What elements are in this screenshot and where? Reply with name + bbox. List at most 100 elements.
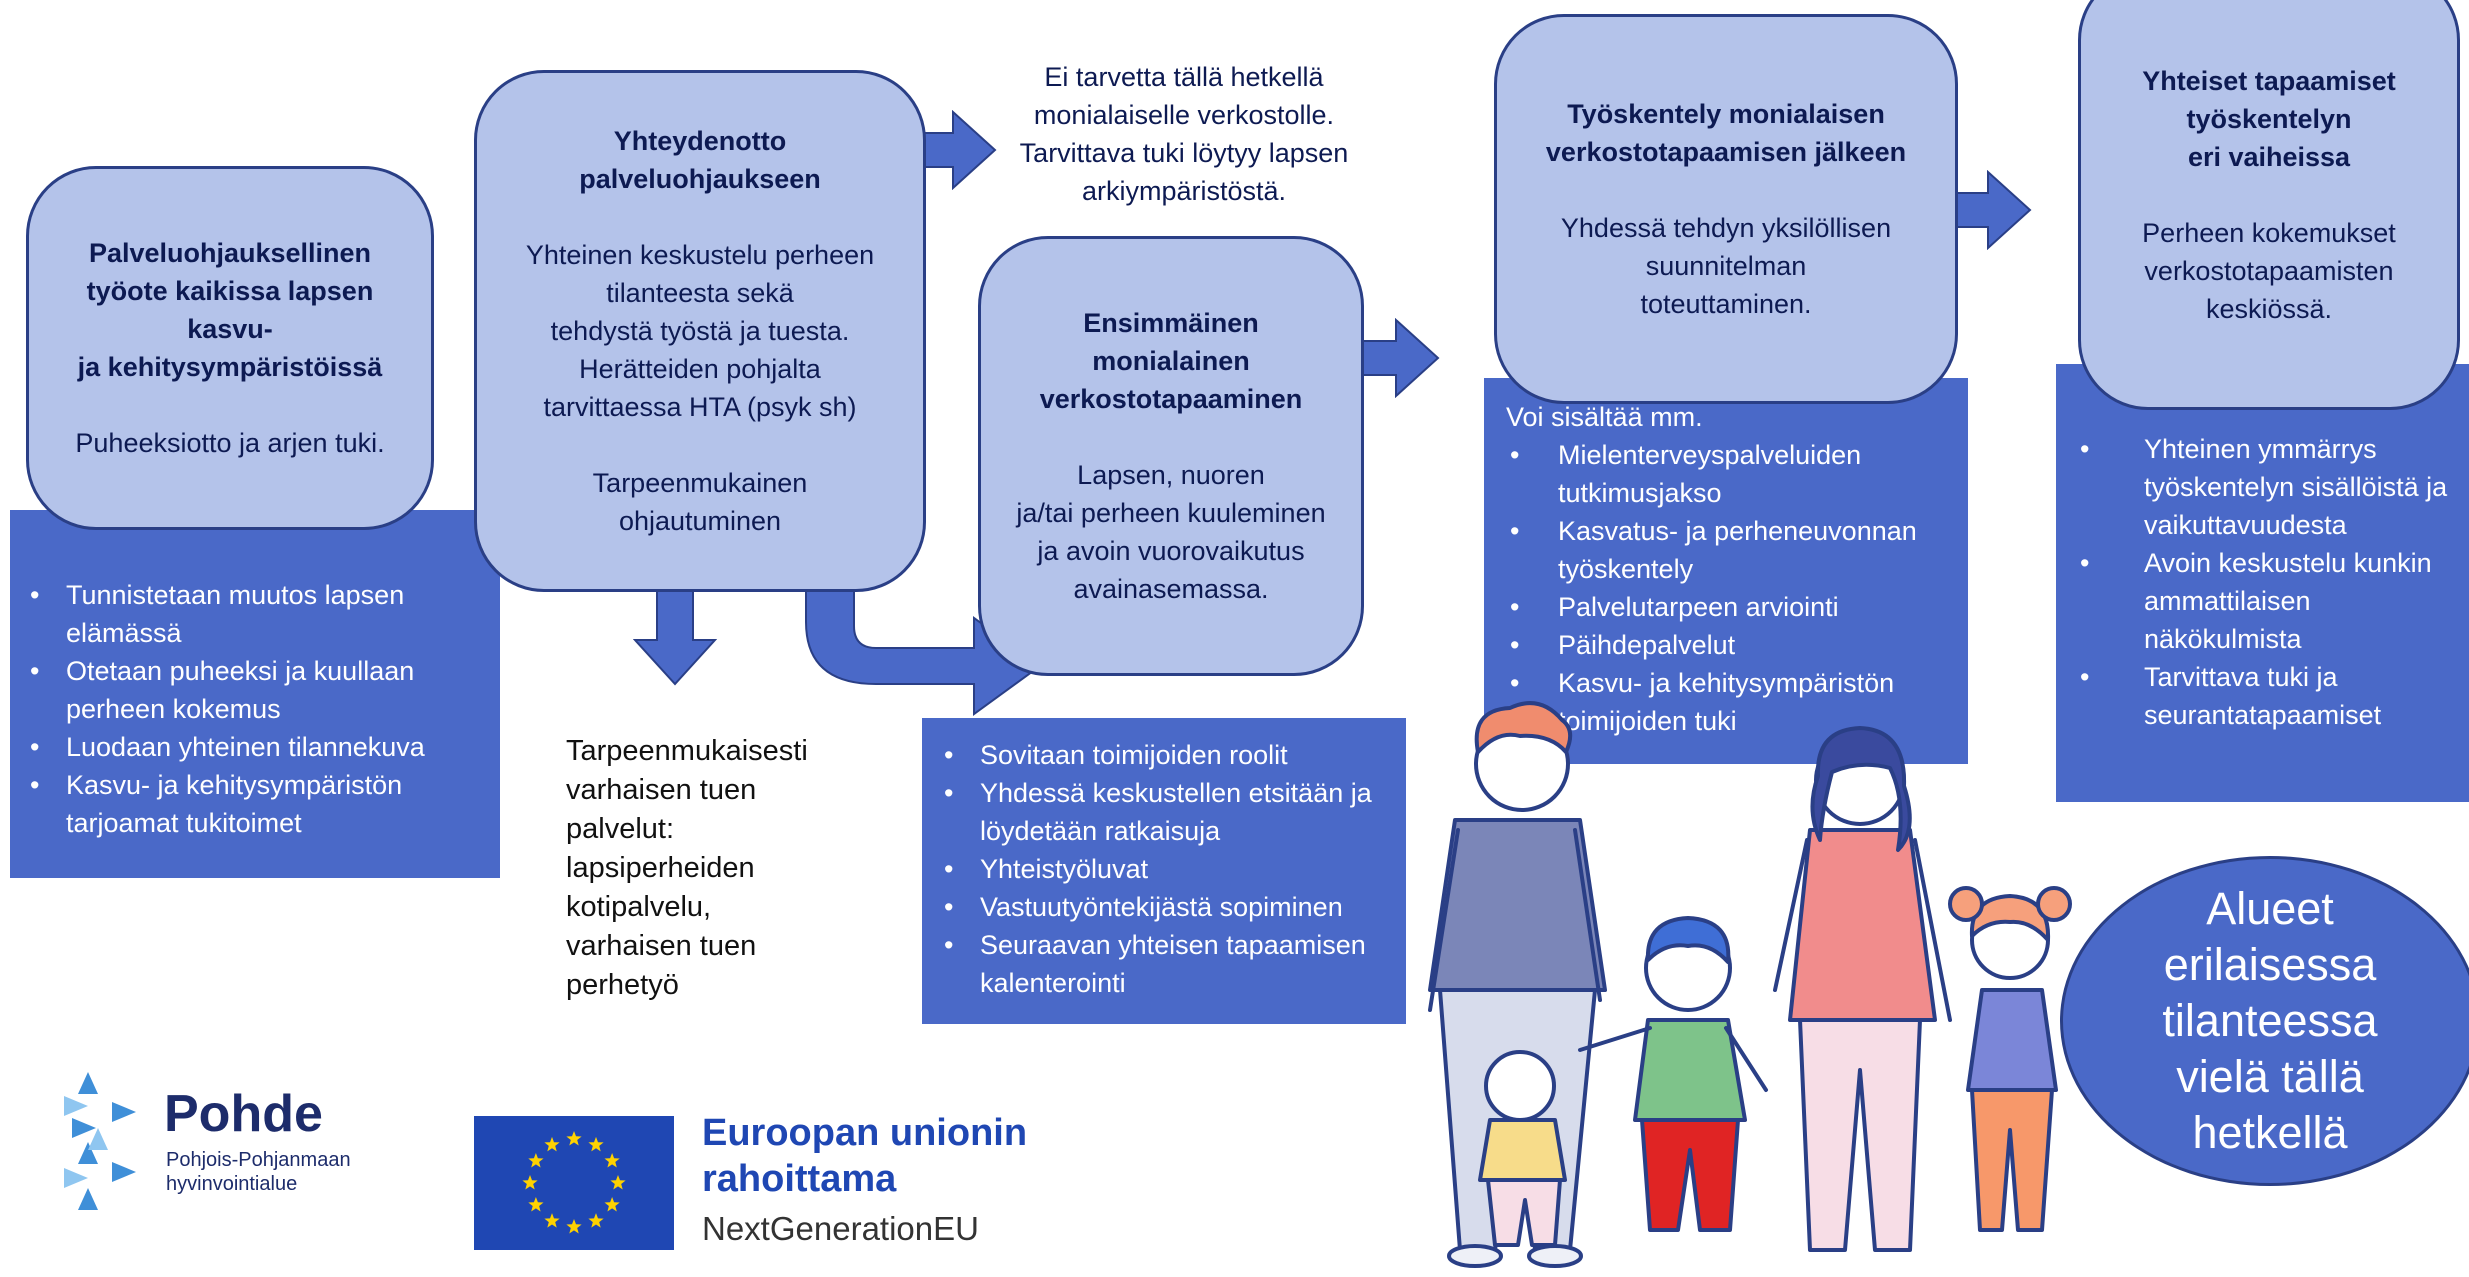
step-card-5: Yhteiset tapaamiset työskentelyn eri vai… [2078, 0, 2460, 410]
note-line: kotipalvelu, [566, 891, 712, 923]
eu-star-icon [566, 1131, 582, 1146]
panel-3-list: Sovitaan toimijoiden roolit Yhdessä kesk… [928, 736, 1398, 1002]
list-item: Avoin keskustelu kunkin ammattilaisen nä… [2064, 544, 2461, 658]
eu-star-icon [528, 1153, 544, 1168]
card-body: tehdystä työstä ja tuesta. [550, 316, 850, 346]
list-item: Luodaan yhteinen tilannekuva [14, 728, 488, 766]
note-line: perhetyö [566, 969, 679, 1001]
panel-5-list: Yhteinen ymmärrys työskentelyn sisällöis… [2064, 430, 2461, 734]
eu-star-icon [528, 1197, 544, 1212]
panel-1-list: Tunnistetaan muutos lapsen elämässä Otet… [14, 576, 488, 842]
card-title: työote kaikissa lapsen [86, 276, 374, 306]
card-body: tilanteesta sekä [606, 278, 794, 308]
card-title: monialainen [1092, 346, 1250, 376]
note-line: Ei tarvetta tällä hetkellä [1044, 62, 1324, 92]
list-item: Mielenterveyspalveluiden tutkimusjakso [1494, 436, 1958, 512]
pohde-logo: Pohde Pohjois-Pohjanmaan hyvinvointialue [58, 1066, 388, 1226]
arrow-bent-icon [804, 548, 1044, 720]
card-body: Yhteinen keskustelu perheen [525, 240, 875, 270]
card-body: Puheeksiotto ja arjen tuki. [75, 428, 385, 458]
eu-star-icon [544, 1213, 560, 1228]
circle-line: erilaisessa [2163, 939, 2377, 990]
list-item: Vastuutyöntekijästä sopiminen [928, 888, 1398, 926]
step-card-2: Yhteydenotto palveluohjaukseen Yhteinen … [474, 70, 926, 592]
card-body: avainasemassa. [1073, 574, 1269, 604]
note-line: palvelut: [566, 813, 675, 845]
eu-funding-line-2: rahoittama [702, 1158, 897, 1200]
list-item: Palvelutarpeen arviointi [1494, 588, 1958, 626]
pohde-subtitle-line: Pohjois-Pohjanmaan [166, 1149, 351, 1171]
card-body: verkostotapaamisten [2144, 256, 2394, 286]
eu-star-icon [566, 1219, 582, 1234]
list-item: Tunnistetaan muutos lapsen elämässä [14, 576, 488, 652]
card-title: Yhteiset tapaamiset [2142, 66, 2396, 96]
eu-star-icon [610, 1175, 626, 1190]
card-body: Yhdessä tehdyn yksilöllisen [1560, 213, 1892, 243]
panel-4-list: Mielenterveyspalveluiden tutkimusjakso K… [1494, 436, 1958, 740]
eu-star-icon [544, 1136, 560, 1152]
card-title: ja kehitysympäristöissä [77, 352, 383, 382]
card-title: verkostotapaamisen jälkeen [1545, 137, 1907, 167]
card-title: työskentelyn [2186, 104, 2352, 134]
list-item: Yhteistyöluvat [928, 850, 1398, 888]
card-body: ja/tai perheen kuuleminen [1016, 498, 1326, 528]
note-line: Tarvittava tuki löytyy lapsen [1019, 138, 1349, 168]
card-title: Työskentely monialaisen [1567, 99, 1885, 129]
list-item: Päihdepalvelut [1494, 626, 1958, 664]
note-line: lapsiperheiden [566, 852, 755, 884]
step-card-1: Palveluohjauksellinen työote kaikissa la… [26, 166, 434, 530]
list-item: Seuraavan yhteisen tapaamisen kalenteroi… [928, 926, 1398, 1002]
eu-nextgen-label: NextGenerationEU [702, 1210, 979, 1247]
eu-star-icon [588, 1136, 604, 1152]
note-no-network-needed: Ei tarvetta tällä hetkellä monialaiselle… [974, 58, 1394, 210]
eu-flag-icon [474, 1116, 674, 1250]
card-title: eri vaiheissa [2187, 142, 2351, 172]
note-line: Tarpeenmukaisesti [566, 735, 808, 767]
pohde-subtitle: Pohjois-Pohjanmaan hyvinvointialue [166, 1148, 351, 1196]
eu-star-icon [604, 1153, 620, 1168]
eu-logo: Euroopan unionin rahoittama NextGenerati… [474, 1110, 1114, 1256]
eu-star-icon [522, 1175, 538, 1190]
card-title: palveluohjaukseen [579, 164, 821, 194]
step-card-3: Ensimmäinen monialainen verkostotapaamin… [978, 236, 1364, 676]
eu-star-icon [588, 1213, 604, 1228]
list-item: Kasvu- ja kehitysympäristön toimijoiden … [1494, 664, 1958, 740]
card-body: ja avoin vuorovaikutus [1037, 536, 1305, 566]
card-body: suunnitelman [1645, 251, 1807, 281]
pohde-name: Pohde [164, 1085, 323, 1143]
panel-4: Voi sisältää mm. Mielenterveyspalveluide… [1484, 378, 1968, 764]
card-title: kasvu- [187, 314, 273, 344]
list-item: Yhteinen ymmärrys työskentelyn sisällöis… [2064, 430, 2461, 544]
card-title: verkostotapaaminen [1039, 384, 1303, 414]
card-body: Herätteiden pohjalta [579, 354, 821, 384]
card-body: ohjautuminen [618, 506, 782, 536]
note-line: arkiympäristöstä. [1081, 176, 1287, 206]
family-illustration [1370, 690, 2090, 1272]
circle-line: hetkellä [2192, 1107, 2348, 1158]
eu-funding-line-1: Euroopan unionin [702, 1112, 1028, 1154]
list-item: Kasvatus- ja perheneuvonnan työskentely [1494, 512, 1958, 588]
step-card-4: Työskentely monialaisen verkostotapaamis… [1494, 14, 1958, 404]
note-line: monialaiselle verkostolle. [1033, 100, 1335, 130]
card-body: Perheen kokemukset [2142, 218, 2396, 248]
circle-line: tilanteessa [2162, 995, 2378, 1046]
arrow-down-icon [633, 578, 717, 686]
card-title: Yhteydenotto [613, 126, 787, 156]
card-body: tarvittaessa HTA (psyk sh) [543, 392, 857, 422]
eu-star-icon [604, 1197, 620, 1212]
regions-circle: Alueet erilaisessa tilanteessa vielä täl… [2060, 856, 2469, 1186]
list-item: Otetaan puheeksi ja kuullaan perheen kok… [14, 652, 488, 728]
card-title: Ensimmäinen [1083, 308, 1259, 338]
note-line: varhaisen tuen [566, 774, 757, 806]
list-item: Tarvittava tuki ja seurantatapaamiset [2064, 658, 2461, 734]
panel-5: Yhteinen ymmärrys työskentelyn sisällöis… [2056, 364, 2469, 802]
circle-line: Alueet [2206, 883, 2334, 934]
note-early-support: Tarpeenmukaisesti varhaisen tuen palvelu… [566, 732, 866, 1005]
note-line: varhaisen tuen [566, 930, 757, 962]
list-item: Yhdessä keskustellen etsitään ja löydetä… [928, 774, 1398, 850]
circle-line: vielä tällä [2176, 1051, 2364, 1102]
pohde-star-icon [58, 1072, 158, 1212]
panel-4-intro: Voi sisältää mm. [1506, 402, 1703, 432]
card-body: keskiössä. [2205, 294, 2333, 324]
panel-3: Sovitaan toimijoiden roolit Yhdessä kesk… [922, 718, 1406, 1024]
